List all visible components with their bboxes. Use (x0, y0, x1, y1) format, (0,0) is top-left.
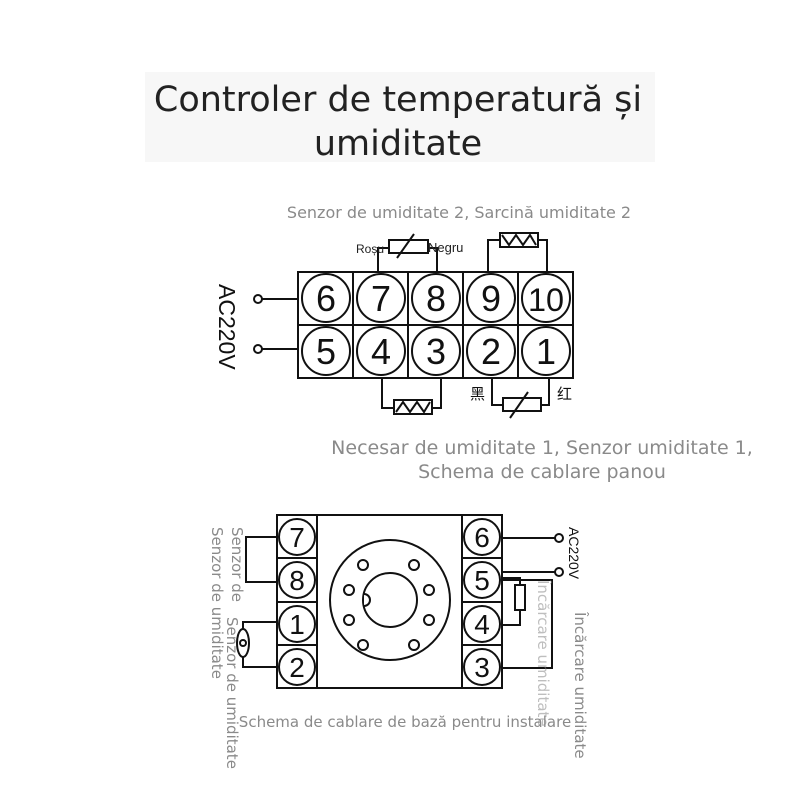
terminal-circle (466, 273, 516, 323)
terminal-circle (301, 326, 351, 376)
title-band (145, 72, 655, 162)
humidity-sensor-2-icon (388, 239, 429, 254)
socket-grid-lines (277, 515, 502, 688)
ac-terminal-base-bottom (554, 567, 564, 577)
terminal-circle (278, 605, 316, 643)
wire-black-label: Negru (428, 240, 463, 255)
terminal-circle (463, 648, 501, 686)
pin-hole (423, 614, 435, 626)
terminal-circle (278, 561, 316, 599)
terminal-circle (463, 605, 501, 643)
ac-terminal-bottom (253, 344, 263, 354)
terminal-number-9: 9 (481, 278, 501, 319)
pin-hole (357, 639, 369, 651)
terminal-circle (466, 326, 516, 376)
load-wire-5-4 (502, 577, 521, 626)
socket-ring (329, 539, 451, 661)
humidity-load-icon (514, 584, 526, 611)
terminal-circle (356, 326, 406, 376)
terminal-circle (463, 518, 501, 556)
terminal-circle (521, 326, 571, 376)
terminal-circle (301, 273, 351, 323)
terminal-number-2: 2 (289, 652, 305, 683)
terminal-number-8: 8 (426, 278, 446, 319)
ac-terminal-top (253, 294, 263, 304)
ac-wires (262, 298, 298, 350)
pin-hole (423, 584, 435, 596)
load-1-zigzag (395, 400, 431, 414)
load-wire-5-3 (502, 579, 553, 669)
pin-hole (343, 614, 355, 626)
socket-key-notch (363, 593, 371, 607)
load-2-wires (487, 239, 548, 272)
title-line-1: Controler de temperatură și (154, 80, 642, 120)
sensor-label-upper-line1: Senzor de (228, 527, 246, 602)
terminal-number-8: 8 (289, 565, 305, 596)
terminal-number-4: 4 (371, 331, 391, 372)
title-line-2: umiditate (314, 124, 482, 164)
terminal-circle (278, 648, 316, 686)
terminal-grid-lines (298, 272, 573, 378)
terminal-number-2: 2 (481, 331, 501, 372)
base-caption: Schema de cablare de bază pentru instala… (239, 713, 571, 731)
terminal-circle (278, 518, 316, 556)
terminal-number-7: 7 (289, 522, 305, 553)
wire-red-label: Roșu (356, 242, 384, 256)
sensor-2-slash (396, 233, 415, 259)
pin-hole (408, 639, 420, 651)
terminal-circle (411, 326, 461, 376)
load-label: Încărcare umiditate (571, 611, 590, 759)
terminal-number-6: 6 (474, 522, 490, 553)
pin-hole (357, 559, 369, 571)
terminal-number-3: 3 (426, 331, 446, 372)
load-label-faded: Încărcare umiditate (534, 579, 553, 727)
ac-power-label: AC220V (214, 284, 240, 370)
pin-hole (408, 559, 420, 571)
humidity-sensor-icon (236, 628, 250, 658)
sensor-label-lower: Senzor de umiditate (223, 617, 241, 769)
terminal-circle (356, 273, 406, 323)
panel-wiring-diagram: Senzor de umiditate 2, Sarcină umiditate… (214, 203, 753, 483)
sensor-2-wires (377, 247, 438, 272)
sensor-wire-7-8 (245, 536, 277, 583)
terminal-number-6: 6 (316, 278, 336, 319)
load-2-zigzag (501, 233, 537, 247)
terminal-number-10: 10 (528, 282, 564, 318)
terminal-number-7: 7 (371, 278, 391, 319)
sensor-dot (239, 639, 247, 647)
load-1-wires (381, 378, 442, 409)
base-terminals: 7 8 1 2 6 5 4 3 (278, 518, 501, 686)
red-cn-label: 红 (557, 386, 572, 403)
ac-wires-base (502, 537, 555, 573)
sensor-1-wires (491, 378, 550, 406)
black-cn-label: 黑 (470, 386, 485, 403)
terminal-circle (463, 561, 501, 599)
ac-terminal-base-top (554, 533, 564, 543)
socket-pin-holes (343, 559, 435, 651)
terminal-number-3: 3 (474, 652, 490, 683)
panel-caption-line-1: Necesar de umiditate 1, Senzor umiditate… (331, 437, 753, 459)
panel-caption-line-2: Schema de cablare panou (418, 461, 666, 483)
terminal-circle (521, 273, 571, 323)
terminal-number-1: 1 (536, 331, 556, 372)
ac-power-label-base: AC220V (566, 527, 582, 580)
terminal-number-5: 5 (316, 331, 336, 372)
sensor-label-upper: Senzor de umiditate (208, 527, 226, 679)
panel-caption-top: Senzor de umiditate 2, Sarcină umiditate… (287, 203, 631, 222)
terminal-number-5: 5 (474, 565, 490, 596)
humidity-sensor-1-icon (502, 397, 542, 412)
pin-hole (343, 584, 355, 596)
terminal-circle (411, 273, 461, 323)
sensor-1-slash (509, 391, 529, 419)
base-wiring-diagram: 7 8 1 2 6 5 4 3 Senzor de Senzor de umiditate S… (208, 514, 590, 769)
terminal-number-1: 1 (289, 609, 305, 640)
socket-center (362, 572, 418, 628)
terminal-number-4: 4 (474, 609, 490, 640)
